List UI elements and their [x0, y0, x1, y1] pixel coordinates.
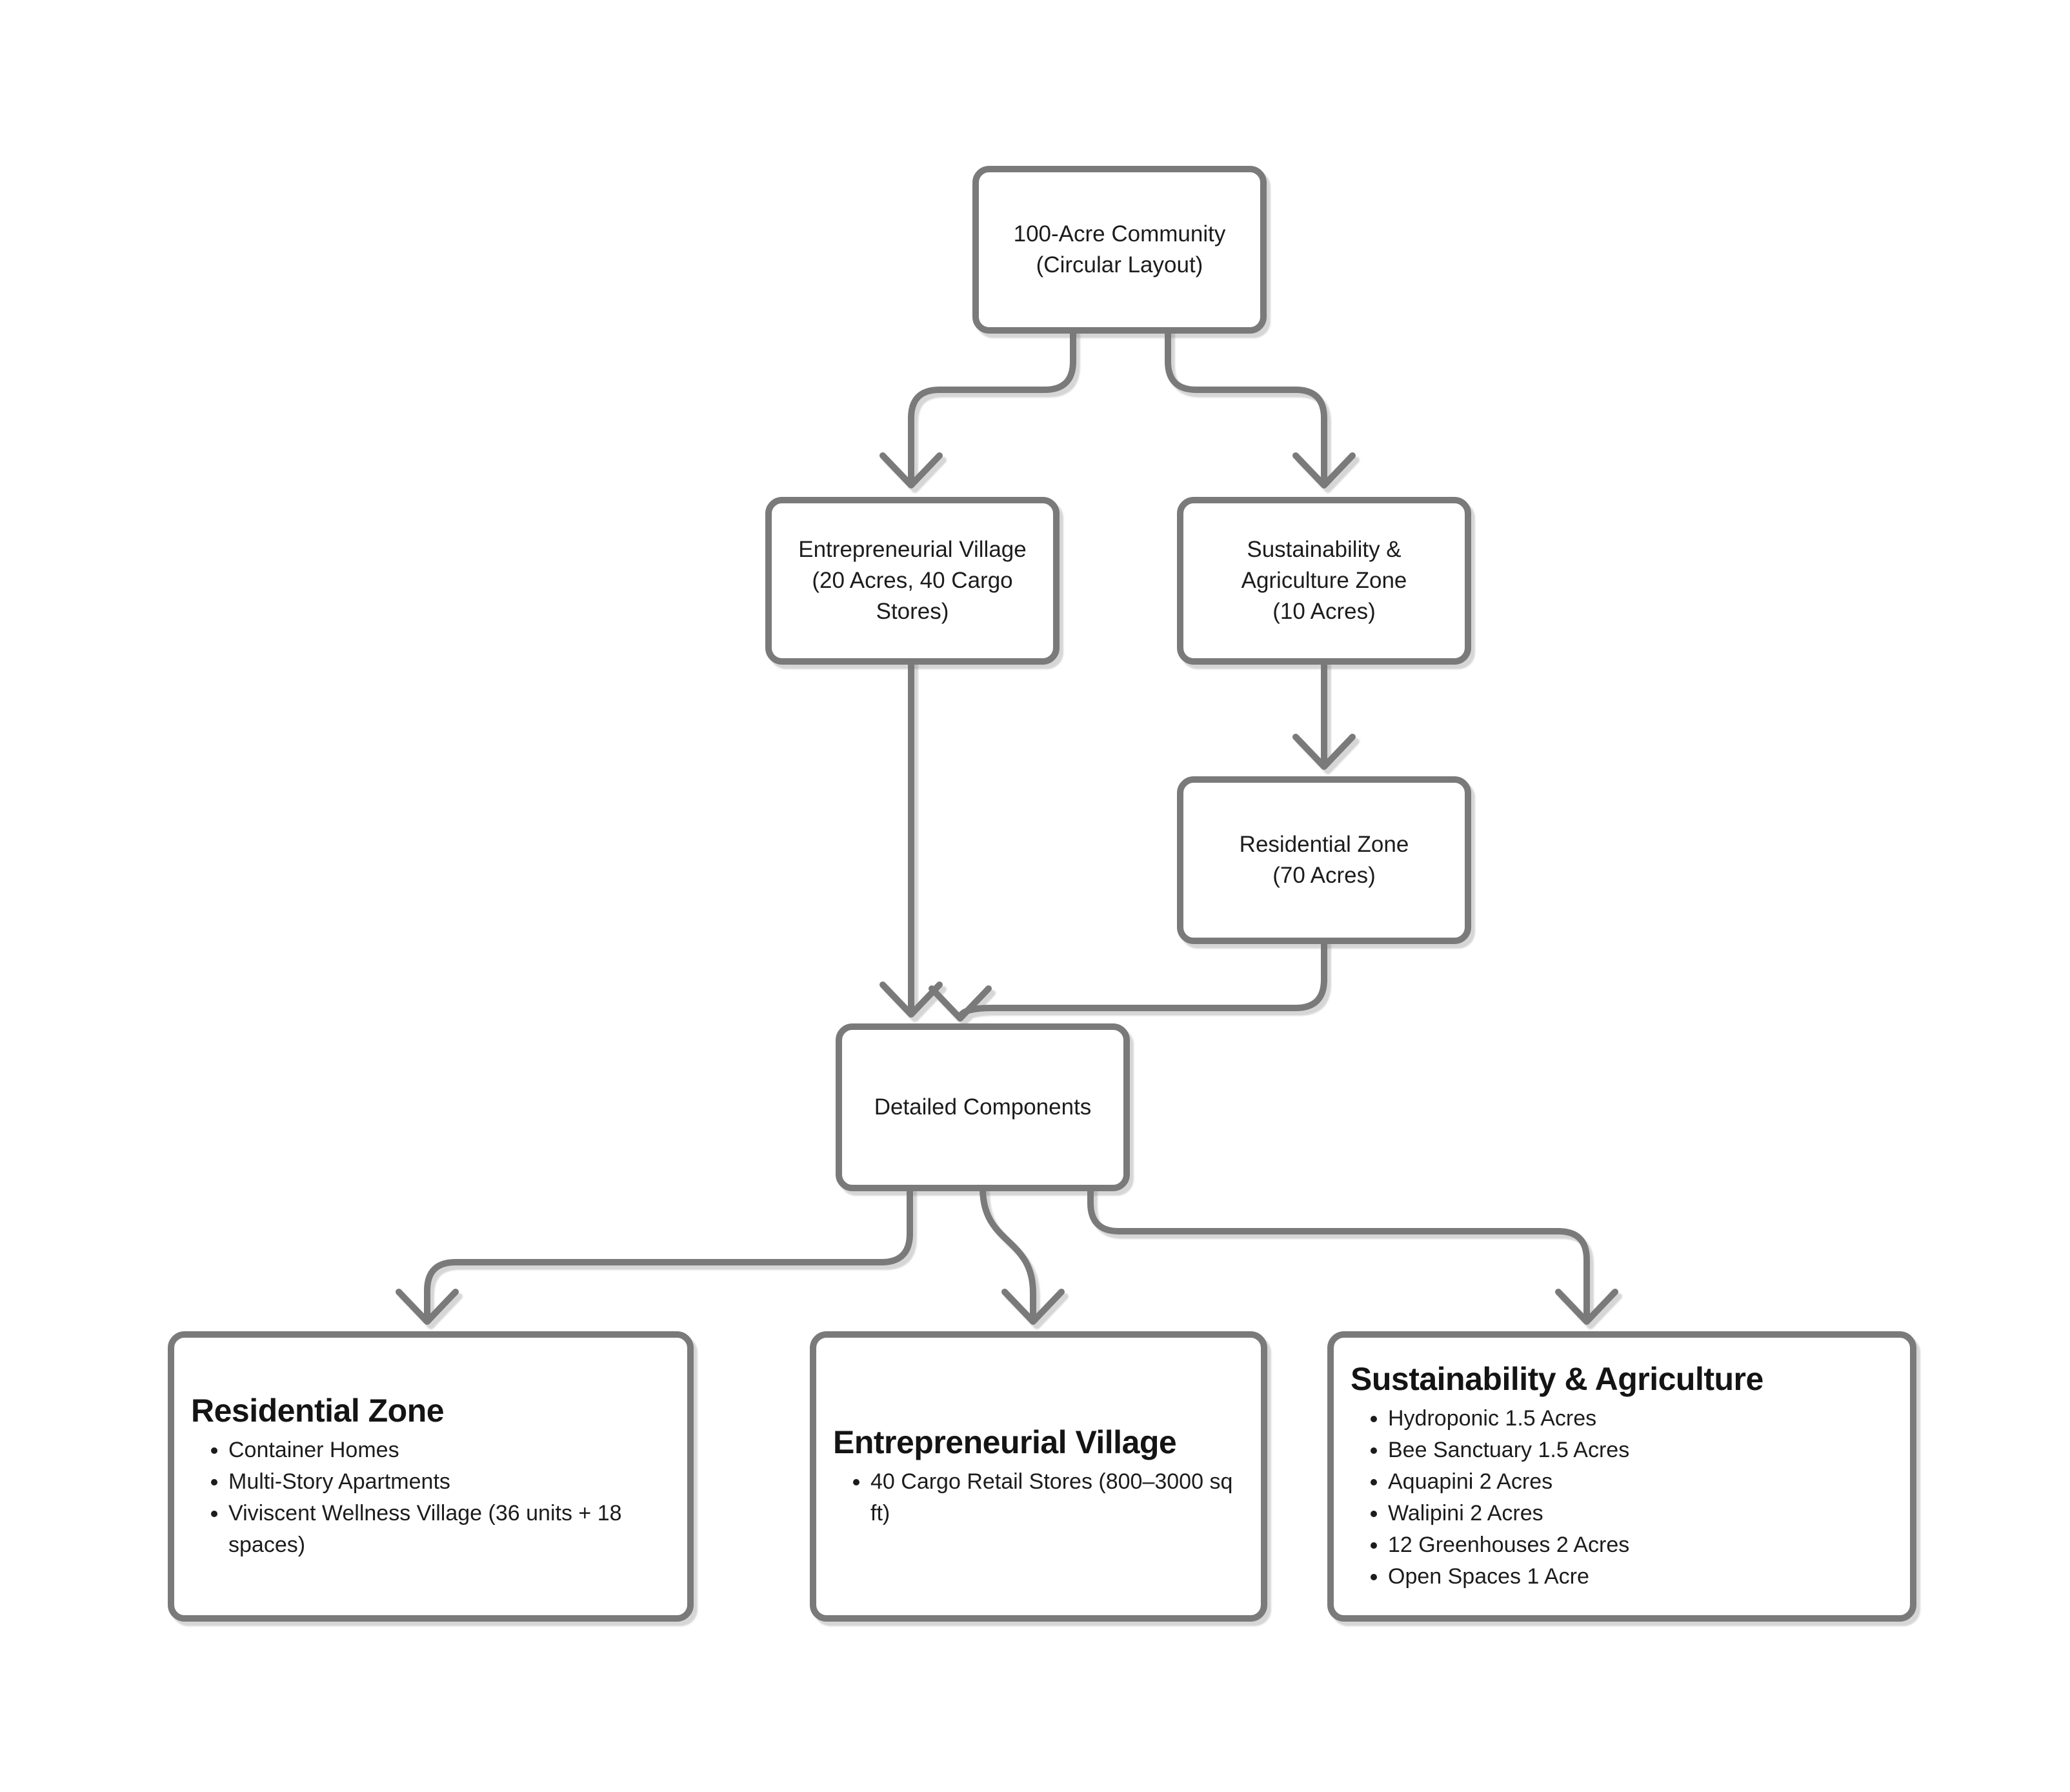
bullet-item: Multi-Story Apartments [228, 1466, 663, 1498]
arrowhead-icon [879, 452, 943, 488]
card-title: Residential Zone [191, 1393, 445, 1429]
connector-detailed-to-sustainability-card [1087, 1185, 1618, 1325]
node-label: Stores) [876, 599, 949, 624]
card-sustainability-agriculture: Sustainability & Agriculture Hydroponic … [1327, 1331, 1916, 1622]
card-title: Entrepreneurial Village [833, 1424, 1177, 1460]
card-bullet-list: 40 Cargo Retail Stores (800–3000 sq ft) [833, 1466, 1236, 1529]
node-label: (70 Acres) [1272, 863, 1376, 888]
node-label: 100-Acre Community [1013, 221, 1226, 247]
connector-sustainability-to-residential [1292, 658, 1356, 770]
arrowhead-icon [1292, 734, 1356, 770]
connector-detailed-to-residential-card [396, 1185, 913, 1325]
node-label: (Circular Layout) [1036, 252, 1203, 277]
card-bullet-list: Container Homes Multi-Story Apartments V… [191, 1435, 663, 1561]
bullet-item: Walipini 2 Acres [1388, 1498, 1885, 1529]
bullet-item: Viviscent Wellness Village (36 units + 1… [228, 1498, 663, 1561]
node-label: Agriculture Zone [1241, 568, 1407, 593]
arrowhead-icon [879, 982, 943, 1018]
arrowhead-icon [1555, 1289, 1618, 1325]
bullet-item: Hydroponic 1.5 Acres [1388, 1403, 1885, 1435]
arrowhead-icon [929, 985, 992, 1022]
card-bullet-list: Hydroponic 1.5 Acres Bee Sanctuary 1.5 A… [1351, 1403, 1885, 1593]
node-entrepreneurial-village: Entrepreneurial Village (20 Acres, 40 Ca… [765, 497, 1060, 665]
connector-community-to-entrepreneurial-village [879, 327, 1076, 488]
node-residential-zone: Residential Zone (70 Acres) [1177, 776, 1471, 944]
node-label: Detailed Components [874, 1094, 1092, 1120]
node-label: Sustainability & [1247, 537, 1402, 562]
bullet-item: Aquapini 2 Acres [1388, 1466, 1885, 1498]
card-entrepreneurial-village: Entrepreneurial Village 40 Cargo Retail … [810, 1331, 1267, 1622]
bullet-item: 40 Cargo Retail Stores (800–3000 sq ft) [870, 1466, 1236, 1529]
bullet-item: Bee Sanctuary 1.5 Acres [1388, 1435, 1885, 1466]
node-community: 100-Acre Community (Circular Layout) [972, 166, 1267, 334]
arrowhead-icon [396, 1289, 459, 1325]
bullet-item: Open Spaces 1 Acre [1388, 1561, 1885, 1593]
node-label: (20 Acres, 40 Cargo [812, 568, 1013, 593]
connector-detailed-to-entrepreneurial-card [980, 1185, 1065, 1325]
arrowhead-icon [1292, 452, 1356, 488]
node-sustainability-zone: Sustainability & Agriculture Zone (10 Ac… [1177, 497, 1471, 665]
bullet-item: Container Homes [228, 1435, 663, 1466]
card-title: Sustainability & Agriculture [1351, 1361, 1764, 1397]
arrowhead-icon [1001, 1289, 1065, 1325]
node-detailed-components: Detailed Components [836, 1023, 1130, 1191]
card-residential-zone: Residential Zone Container Homes Multi-S… [168, 1331, 694, 1622]
connector-community-to-sustainability-zone [1165, 327, 1356, 488]
connector-entrepreneurial-to-detailed-components [879, 658, 943, 1018]
connector-residential-to-detailed-components [929, 938, 1327, 1022]
bullet-item: 12 Greenhouses 2 Acres [1388, 1529, 1885, 1561]
node-label: (10 Acres) [1272, 599, 1376, 624]
node-label: Residential Zone [1239, 832, 1409, 857]
node-label: Entrepreneurial Village [798, 537, 1027, 562]
